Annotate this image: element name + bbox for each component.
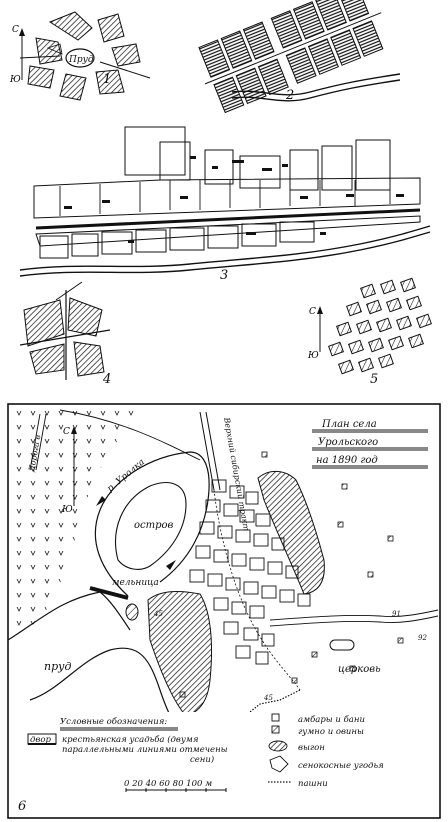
- homesteads-cluster: [189, 479, 311, 665]
- legend-pasture-swatch: [268, 740, 288, 752]
- legend-hayfields: сенокосные угодья: [298, 761, 384, 771]
- panel-2-street-plan: [198, 0, 401, 114]
- legend-homestead-line-3: сени): [190, 754, 214, 765]
- panel-label-4: 4: [103, 372, 112, 387]
- scale-label: 0 20 40 60 80 100 м: [124, 779, 212, 789]
- map-title-line-1: План села: [321, 419, 377, 430]
- map-legend: Условные обозначения: двор крестьянская …: [12, 712, 436, 814]
- pond-label: пруд: [44, 660, 72, 673]
- panel1-pond-label: Пруд: [68, 55, 94, 65]
- plot-number-92: 92: [418, 634, 427, 642]
- legend-barns: амбары и бани: [298, 714, 365, 725]
- church-label: церковь: [338, 664, 381, 675]
- legend-pasture: выгон: [298, 743, 325, 753]
- panel-label-5: 5: [370, 372, 379, 387]
- legend-homestead-sample: двор: [30, 735, 51, 745]
- legend-barns-swatch: [271, 713, 280, 722]
- legend-hayfields-swatch: [269, 755, 289, 773]
- mill-label: мельница: [112, 578, 159, 588]
- panel-4-crossroads-plan: [19, 281, 111, 380]
- compass-south-5: Ю: [307, 351, 319, 361]
- legend-homestead-line-2: параллельными линиями отмечены: [62, 745, 228, 755]
- panel-label-6: 6: [18, 799, 26, 814]
- legend-homestead-line-1: крестьянская усадьба (двумя: [62, 734, 199, 745]
- compass-south-6: Ю: [61, 505, 73, 515]
- legend-arable: пашни: [298, 779, 328, 789]
- map-title-line-3: на 1890 год: [316, 455, 378, 466]
- legend-threshing-swatch: [271, 725, 280, 734]
- plot-number-45a: 45: [263, 694, 273, 702]
- legend-title: Условные обозначения:: [60, 716, 167, 727]
- panel-1-radial-plan: С Ю Пруд: [9, 11, 151, 101]
- panel-6-village-map: С Ю Дорога в пруд остров р. Уролка мельн…: [7, 403, 441, 819]
- plot-number-45b: 45: [153, 610, 163, 618]
- compass-north-5: С: [309, 307, 316, 317]
- map-title-line-2: Урольского: [318, 437, 378, 448]
- panel-3-linear-plan: [19, 126, 431, 277]
- panel-label-2: 2: [286, 88, 295, 103]
- panel-5-cluster-plan: С Ю: [307, 277, 432, 375]
- compass-north-1: С: [12, 25, 19, 35]
- scale-bar: 0 20 40 60 80 100 м: [124, 779, 227, 792]
- tract-label: Верхний сибирский тракт: [222, 416, 251, 532]
- compass-north-6: С: [63, 427, 70, 437]
- compass-south-1: Ю: [9, 75, 21, 85]
- plot-number-91: 91: [392, 610, 401, 618]
- panel-label-3: 3: [220, 268, 229, 283]
- river-label: р. Уролка: [106, 457, 147, 494]
- legend-threshing: гумно и овины: [298, 727, 364, 737]
- island-label: остров: [134, 520, 174, 531]
